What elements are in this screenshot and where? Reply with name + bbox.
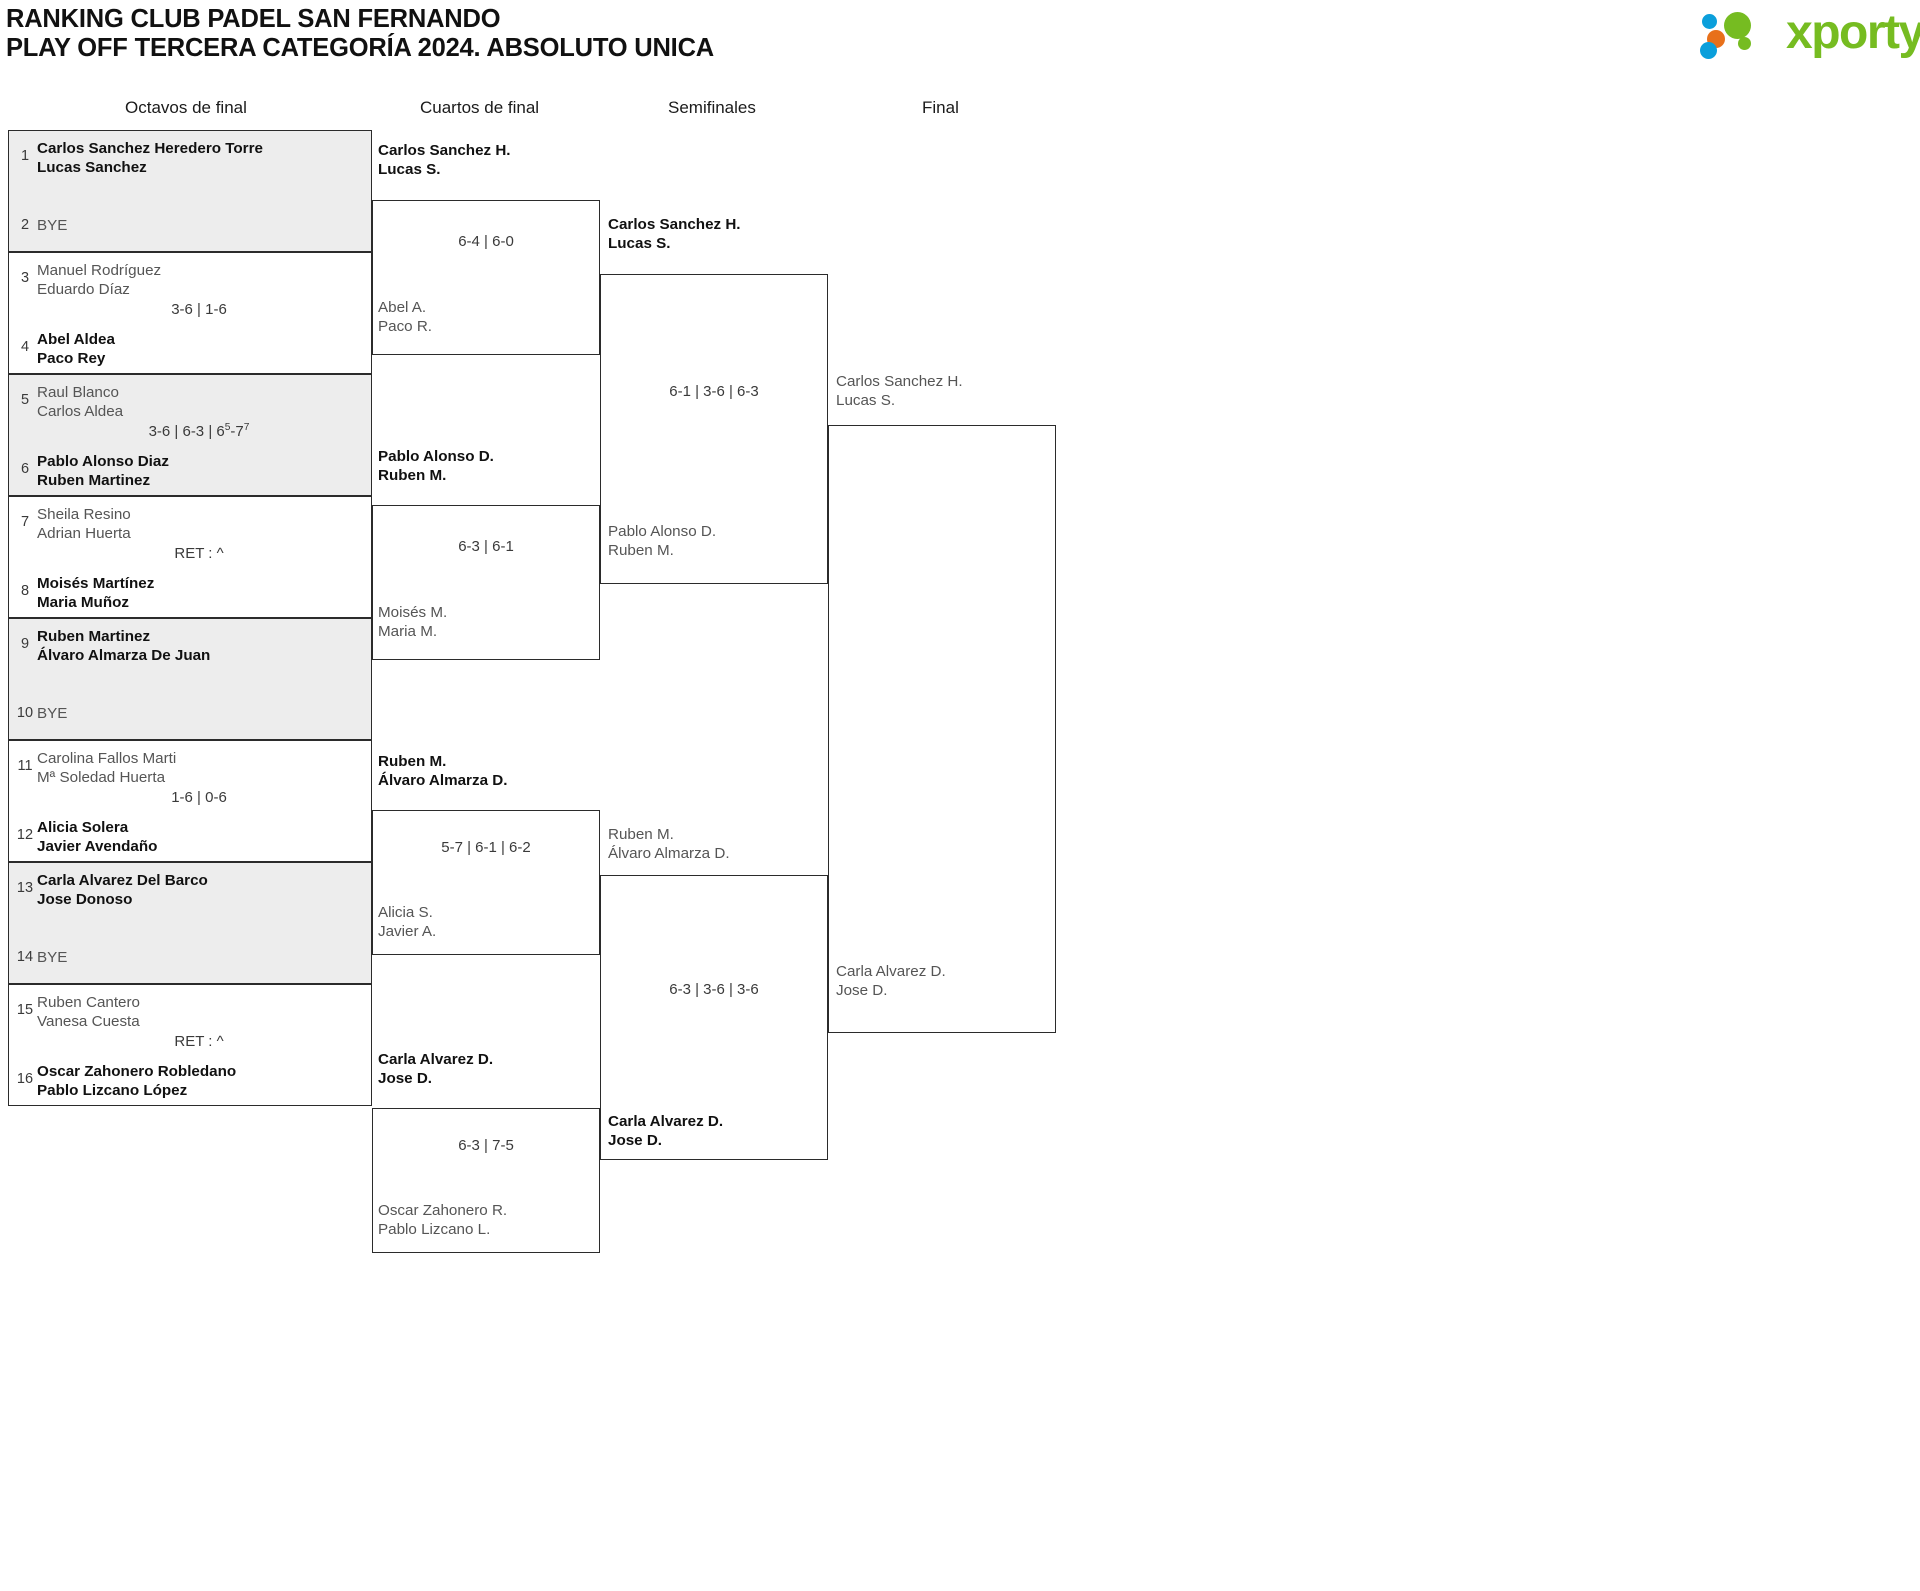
seed-number: 12 [16,827,34,843]
title-line-1: RANKING CLUB PADEL SAN FERNANDO [6,5,501,33]
round-heading-octavos: Octavos de final [125,98,247,117]
r2-team-bottom-2: Moisés M.Maria M. [378,604,448,640]
r4-team-top-1: Carlos Sanchez H.Lucas S. [836,373,963,409]
round-heading-cuartos: Cuartos de final [420,98,540,117]
seed-number: 1 [20,148,30,164]
r2-connector-2[interactable]: 6-3 | 6-1 [372,505,600,660]
r2-team-top-3: Ruben M.Álvaro Almarza D. [378,753,508,789]
r3-team-top-2: Ruben M.Álvaro Almarza D. [608,826,730,862]
xporty-logo[interactable]: xporty [1700,6,1920,62]
r2-team-bottom-3: Alicia S.Javier A. [378,904,437,940]
seed-number: 2 [20,217,30,233]
match-score: 5-7 | 6-1 | 6-2 [441,839,531,856]
match-score: RET : ^ [174,545,224,562]
tournament-title: RANKING CLUB PADEL SAN FERNANDO PLAY OFF… [6,5,714,63]
r4-connector-1[interactable] [828,425,1056,1033]
match-score: 6-3 | 6-1 [458,538,514,555]
match-score: 6-3 | 3-6 | 3-6 [669,981,759,998]
match-score: 6-4 | 6-0 [458,233,514,250]
logo-wordmark: xporty [1786,6,1920,59]
team-bottom: BYE [37,949,68,966]
r3-team-bottom-1: Pablo Alonso D.Ruben M. [608,523,717,559]
seed-number: 4 [20,339,30,355]
r4-team-bottom-1: Carla Alvarez D.Jose D. [836,963,946,999]
seed-number: 16 [16,1071,34,1087]
r3-team-bottom-2: Carla Alvarez D.Jose D. [608,1113,724,1149]
seed-number: 3 [20,270,30,286]
match-score: 1-6 | 0-6 [171,789,227,806]
r2-team-top-2: Pablo Alonso D.Ruben M. [378,448,494,484]
seed-number: 13 [16,880,34,896]
r2-team-top-1: Carlos Sanchez H.Lucas S. [378,142,511,178]
r2-connector-3[interactable]: 5-7 | 6-1 | 6-2 [372,810,600,955]
seed-number: 11 [17,758,33,774]
match-score: 3-6 | 6-3 | 65-77 [148,422,250,440]
seed-number: 5 [20,392,30,408]
match-score: 6-1 | 3-6 | 6-3 [669,383,759,400]
match-score: RET : ^ [174,1033,224,1050]
r3-team-top-1: Carlos Sanchez H.Lucas S. [608,216,741,252]
r2-connector-4[interactable]: 6-3 | 7-5 [372,1108,600,1253]
r3-connector-2[interactable]: 6-3 | 3-6 | 3-6 [600,875,828,1160]
r3-connector-1[interactable]: 6-1 | 3-6 | 6-3 [600,274,828,584]
round-heading-final: Final [922,98,959,117]
title-line-2: PLAY OFF TERCERA CATEGORÍA 2024. ABSOLUT… [6,34,714,62]
match-score: 3-6 | 1-6 [171,301,227,318]
seed-number: 9 [20,636,30,652]
seed-number: 10 [16,705,34,721]
team-bottom: BYE [37,705,68,722]
seed-number: 7 [20,514,30,530]
seed-number: 14 [16,949,34,965]
r2-connector-1[interactable]: 6-4 | 6-0 [372,200,600,355]
team-bottom: BYE [37,217,68,234]
seed-number: 8 [20,583,30,599]
match-score: 6-3 | 7-5 [458,1137,514,1154]
seed-number: 15 [16,1002,34,1018]
r2-team-bottom-1: Abel A.Paco R. [378,299,433,335]
r2-team-bottom-4: Oscar Zahonero R.Pablo Lizcano L. [378,1202,508,1238]
logo-dots-icon [1700,12,1782,59]
r2-team-top-4: Carla Alvarez D.Jose D. [378,1051,494,1087]
seed-number: 6 [20,461,30,477]
round-heading-semifinal: Semifinales [668,98,756,117]
